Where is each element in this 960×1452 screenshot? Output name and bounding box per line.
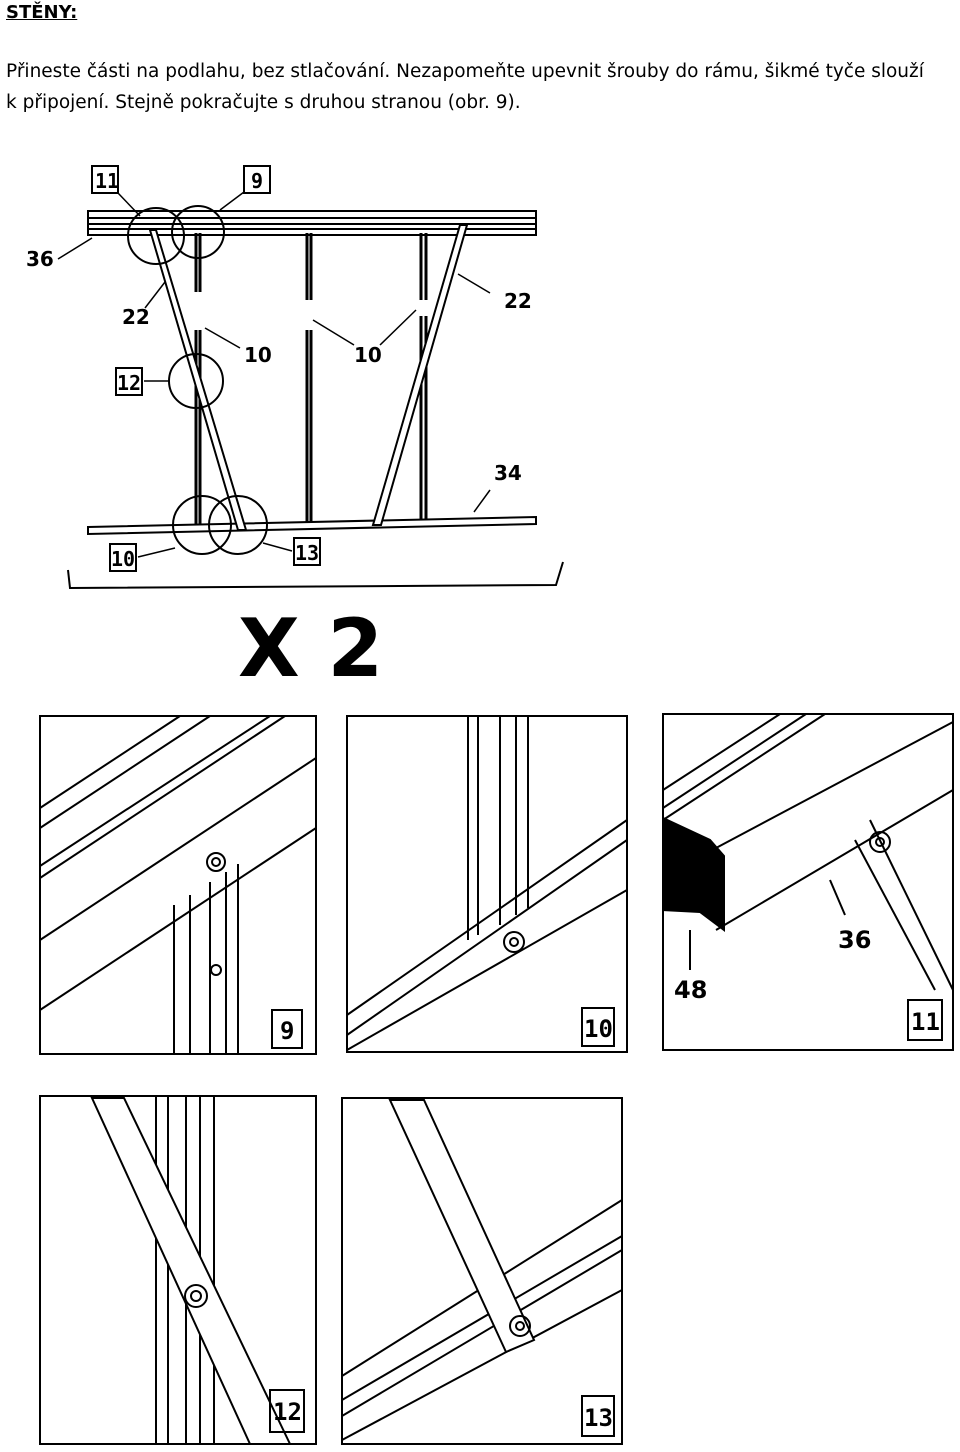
label-studs-left: 10 — [244, 343, 272, 367]
callout-11: 11 — [95, 169, 119, 193]
grouping-bracket — [67, 561, 564, 590]
detail-panel-13-drawing — [341, 1097, 623, 1445]
panel-11-label-48: 48 — [674, 976, 707, 1004]
quantity-multiplier: X 2 — [238, 602, 383, 695]
panel-number-11: 11 — [911, 1008, 940, 1036]
label-left-brace: 22 — [122, 305, 150, 329]
detail-panel-10-drawing — [346, 715, 628, 1053]
label-right-brace: 22 — [504, 289, 532, 313]
panel-number-10: 10 — [584, 1015, 613, 1043]
panel-number-13: 13 — [584, 1404, 613, 1432]
label-bottom-bar: 34 — [494, 461, 522, 485]
panel-number-12: 12 — [273, 1398, 302, 1426]
detail-panel-12-drawing — [39, 1095, 317, 1445]
instruction-line-2: k připojení. Stejně pokračujte s druhou … — [6, 92, 521, 113]
detail-panel-11-drawing — [662, 713, 954, 1051]
detail-panel-9-drawing — [39, 715, 317, 1055]
label-studs-middle: 10 — [354, 343, 382, 367]
wall-frame-diagram — [57, 165, 564, 590]
bottom-rail — [87, 515, 537, 536]
callout-12: 12 — [117, 371, 141, 395]
leader-lines — [57, 191, 491, 558]
instruction-text: Přineste části na podlahu, bez stlačován… — [6, 56, 956, 118]
diagonal-braces — [148, 224, 469, 531]
callout-boxes — [91, 165, 321, 572]
section-heading: STĚNY: — [6, 2, 78, 23]
instruction-line-1: Přineste části na podlahu, bez stlačován… — [6, 61, 924, 82]
callout-10: 10 — [111, 547, 135, 571]
callout-13: 13 — [295, 541, 319, 565]
panel-number-9: 9 — [280, 1017, 294, 1045]
label-top-bar: 36 — [26, 247, 54, 271]
callout-9: 9 — [251, 169, 263, 193]
panel-11-label-36: 36 — [838, 926, 871, 954]
